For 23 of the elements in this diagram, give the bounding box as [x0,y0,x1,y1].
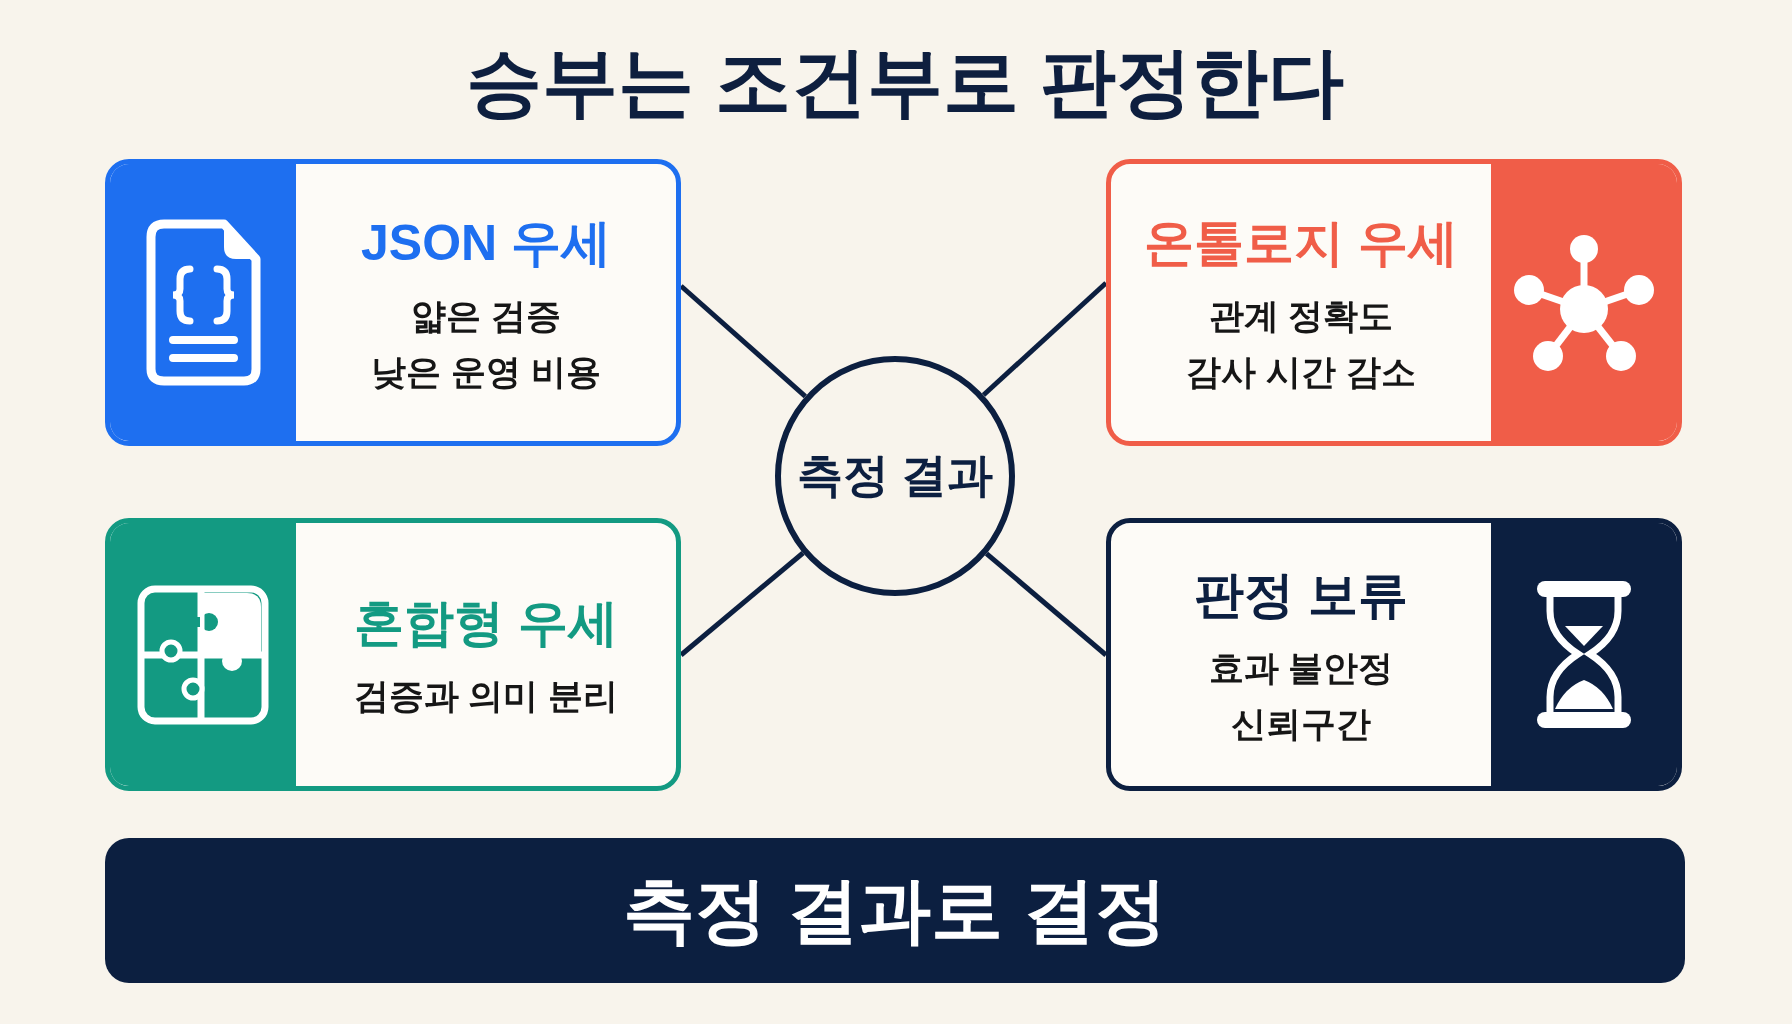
card-title: 판정 보류 [1194,565,1408,625]
option-card [105,518,681,791]
connector-line [984,551,1108,657]
card-title: 혼합형 우세 [354,593,618,653]
card-text: 낮은 운영 비용 [371,350,601,393]
card-text: 관계 정확도 [1208,294,1394,337]
title: 승부는 조건부로 판정한다 [465,40,1345,124]
card-text: 얇은 검증 [411,294,561,337]
card-text: 검증과 의미 분리 [353,674,619,717]
hub-label: 측정 결과 [796,448,994,504]
connector-line [679,551,805,657]
option-card [105,159,681,446]
option-card [1106,518,1682,791]
card-title: JSON 우세 [360,213,612,273]
card-text: 감사 시간 감소 [1186,350,1416,393]
conclusion-bar [105,838,1685,983]
option-card [1106,159,1682,446]
card-title: 온톨로지 우세 [1144,213,1458,273]
connector-line [679,284,807,399]
conclusion-text: 측정 결과로 결정 [623,869,1167,953]
card-text: 신뢰구간 [1231,702,1371,745]
card-text: 효과 불안정 [1208,646,1394,689]
connector-line [981,281,1108,397]
